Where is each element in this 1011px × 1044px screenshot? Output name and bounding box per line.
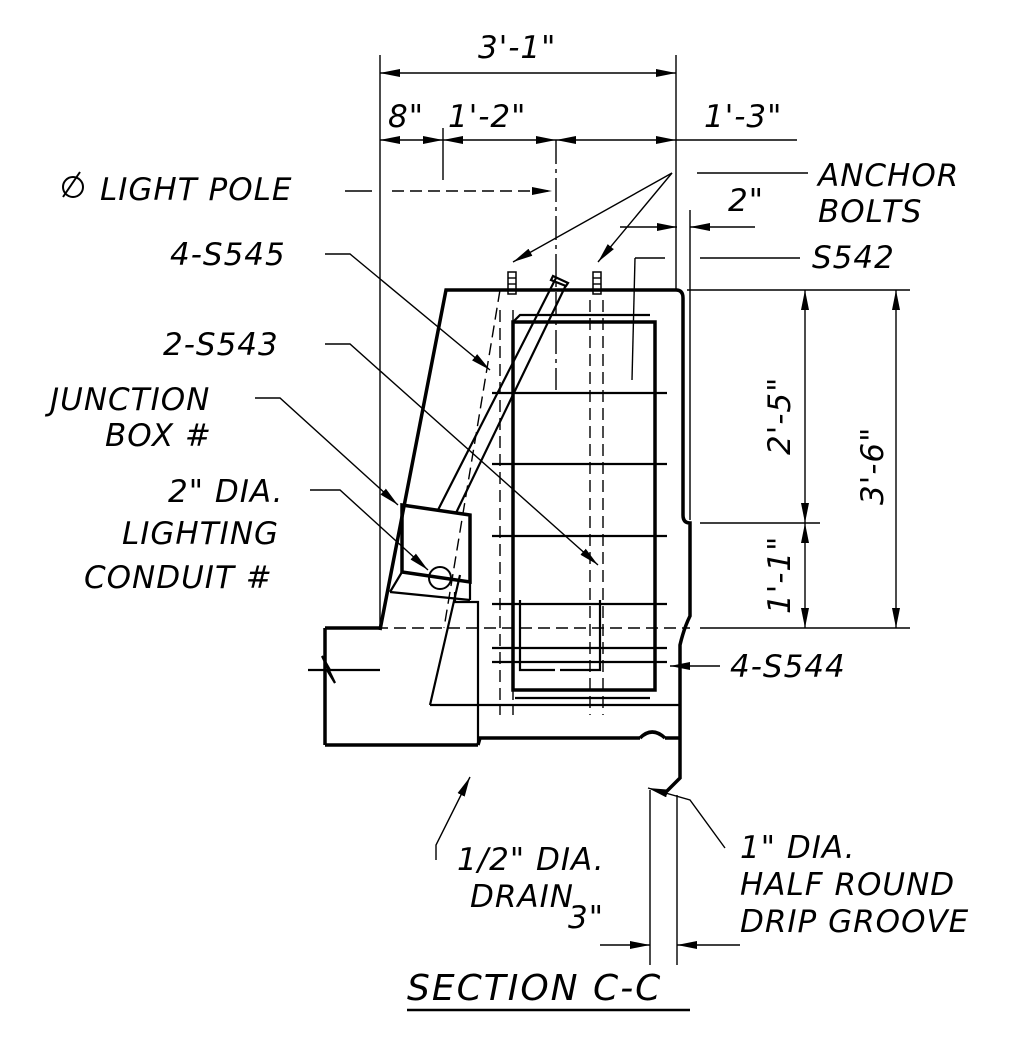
label-bar-s542: S542 <box>812 240 895 276</box>
dim-left-offset: 8" <box>388 99 424 135</box>
dimension-texts: 3'-1" 8" 1'-2" 1'-3" 2" 2'-5" 1'-1" 3'-6… <box>388 30 891 936</box>
section-title: SECTION C-C <box>407 968 662 1009</box>
centerline-symbol <box>62 171 84 198</box>
label-conduit-line1: 2" DIA. <box>168 474 284 510</box>
dimension-lines <box>380 69 900 949</box>
label-drain-line1: 1/2" DIA. <box>457 842 605 878</box>
label-anchor-bolts-line1: ANCHOR <box>816 158 959 194</box>
label-conduit-line3: CONDUIT # <box>84 560 273 596</box>
dim-groove-offset: 3" <box>568 900 604 936</box>
dim-overall-width: 3'-1" <box>478 30 556 66</box>
label-light-pole: LIGHT POLE <box>100 172 293 208</box>
callout-texts: LIGHT POLE ANCHOR BOLTS S542 4-S545 2-S5… <box>44 158 969 940</box>
drain-pipe <box>453 592 480 745</box>
deck-slab <box>323 626 478 747</box>
barrier-outline <box>308 288 692 795</box>
dim-right-offset: 1'-3" <box>704 99 782 135</box>
drip-groove <box>638 730 667 740</box>
dim-lower-height: 1'-1" <box>762 536 798 614</box>
hook-right <box>560 600 602 672</box>
reinforcement <box>492 140 667 715</box>
junction-box <box>389 274 570 745</box>
label-drain-line2: DRAIN <box>470 879 574 915</box>
conduit-circle <box>428 566 452 590</box>
leader-lines <box>255 172 808 860</box>
label-groove-line1: 1" DIA. <box>740 830 856 866</box>
label-bar-s544: 4-S544 <box>730 649 846 685</box>
label-junction-box-line1: JUNCTION <box>44 382 210 418</box>
dim-total-height: 3'-6" <box>855 427 891 505</box>
vertical-ties <box>499 300 604 715</box>
conduit-riser <box>437 277 567 514</box>
extension-lines <box>379 55 910 965</box>
barrier-profile <box>378 288 692 795</box>
dim-bolt-offset: 2" <box>728 183 764 219</box>
dim-pole-offset: 1'-2" <box>448 99 526 135</box>
hook-left <box>518 600 555 672</box>
dim-upper-height: 2'-5" <box>762 377 798 455</box>
anchor-bolts <box>507 271 602 295</box>
label-conduit-line2: LIGHTING <box>122 516 279 552</box>
inner-cold-joint <box>428 574 680 707</box>
label-groove-line3: DRIP GROOVE <box>740 904 969 940</box>
label-bar-s545: 4-S545 <box>170 237 286 273</box>
stirrup-s542 <box>511 320 657 692</box>
label-groove-line2: HALF ROUND <box>740 867 955 903</box>
horizontal-bars <box>492 391 667 700</box>
label-anchor-bolts-line2: BOLTS <box>818 194 922 230</box>
break-line <box>308 655 380 684</box>
label-bar-s543: 2-S543 <box>163 327 279 363</box>
label-junction-box-line2: BOX # <box>105 418 212 454</box>
title-block: SECTION C-C <box>407 968 690 1012</box>
